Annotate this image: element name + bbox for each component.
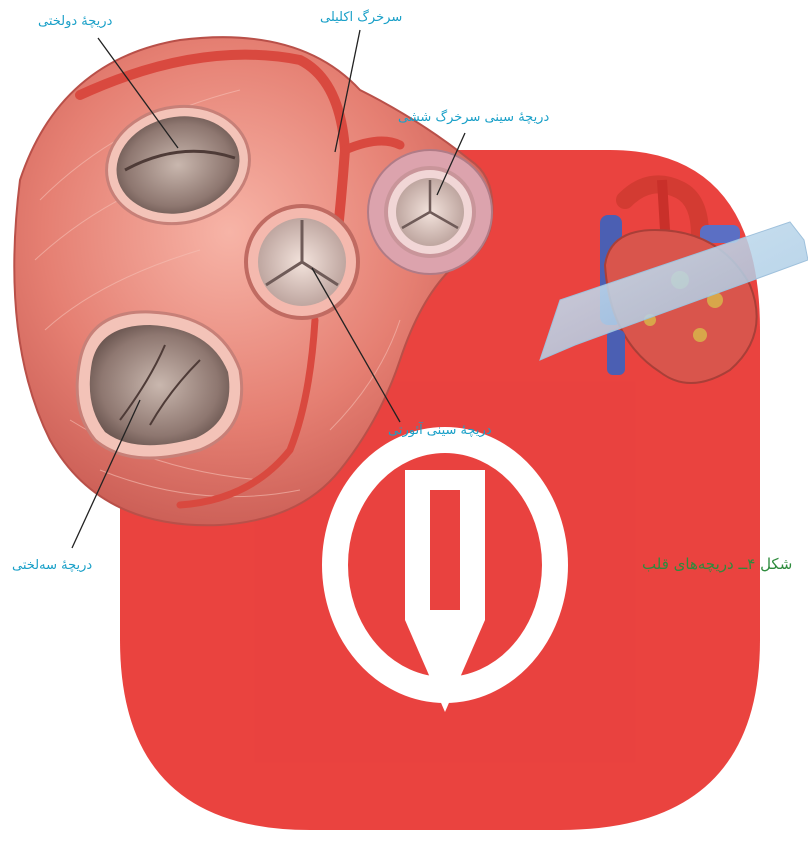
figure-caption: شکل ۴ــ دریچه‌های قلب bbox=[642, 555, 792, 573]
label-tricuspid-valve: دریچهٔ سه‌لختی bbox=[12, 558, 92, 573]
tricuspid-valve bbox=[77, 312, 242, 458]
label-mitral-valve: دریچهٔ دولختی bbox=[38, 14, 112, 29]
label-coronary-artery: سرخرگ اکلیلی bbox=[320, 10, 402, 25]
pulmonary-valve-cusps bbox=[396, 178, 464, 246]
label-aortic-valve: دریچهٔ سینی آئورتی bbox=[388, 423, 492, 438]
label-pulmonary-valve: دریچهٔ سینی سرخرگ ششی bbox=[398, 110, 549, 125]
aortic-valve bbox=[246, 206, 358, 318]
